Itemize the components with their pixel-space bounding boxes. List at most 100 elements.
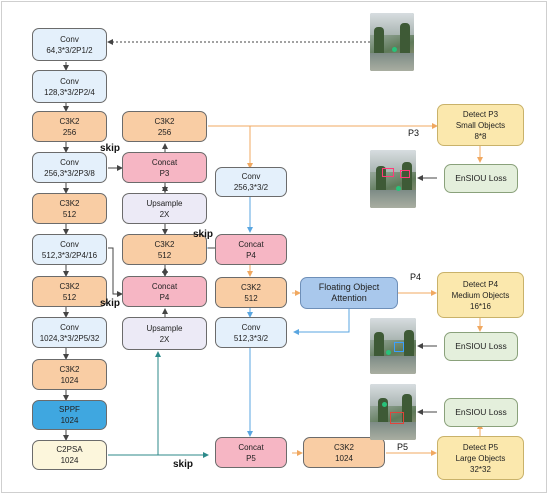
node-param: P5 [246,453,256,463]
p4-label: P4 [410,272,422,282]
upsample-node-1: Upsample 2X [122,193,207,224]
node-param: P3 [159,168,170,178]
node-title: Detect P5 [462,442,499,452]
node-param: 1024 [60,416,79,425]
detect-p4-node: Detect P4 Medium Objects 16*16 [437,272,524,318]
node-title: Concat [151,281,178,291]
ensiou-loss-node-3: EnSIOU Loss [444,398,518,427]
c3k2-node-6: C3K2 512 [122,234,207,265]
node-title: Conv [241,322,261,332]
p3-label: P3 [408,128,420,138]
node-param: 512 [62,292,77,302]
p5-detection-thumbnail [370,384,416,440]
ensiou-loss-node-1: EnSIOU Loss [444,164,518,193]
input-image-thumbnail [370,13,414,71]
node-title: Upsample [146,323,183,333]
conv-node-5: Conv 1024,3*3/2P5/32 [32,317,107,348]
c3k2-node-1: C3K2 256 [32,111,107,142]
node-title: Conv [60,34,79,44]
node-title: C3K2 [154,239,175,249]
node-title: Concat [238,239,264,249]
detect-p3-node: Detect P3 Small Objects 8*8 [437,104,524,146]
node-title: Detect P4 [462,279,499,289]
node-size: 16*16 [470,301,491,311]
node-param: 256 [157,127,172,137]
sppf-node: SPPF 1024 [32,400,107,430]
node-title: Detect P3 [462,109,499,119]
node-param: 512 [62,209,77,219]
node-param: 1024 [60,375,79,385]
node-param: 256,3*3/2P3/8 [44,168,95,178]
node-title: C3K2 [59,116,80,126]
skip-label-3: skip [100,298,121,309]
node-subtitle: Small Objects [455,120,506,130]
node-title: Upsample [146,198,183,208]
node-subtitle: Large Objects [455,453,506,463]
node-title: C3K2 [59,281,80,291]
c3k2-node-8: C3K2 1024 [303,437,385,468]
concat-p3-node: Concat P3 [122,152,207,183]
node-param: 1024 [335,453,353,463]
node-title: C3K2 [59,198,80,208]
floating-object-attention-node: Floating Object Attention [300,277,398,309]
node-param: 512,3*3/2P4/16 [41,250,98,260]
node-title: C3K2 [333,442,354,452]
conv-node-3: Conv 256,3*3/2P3/8 [32,152,107,183]
c3k2-node-4: C3K2 1024 [32,359,107,390]
node-param: 256 [62,127,77,137]
node-title: C3K2 [240,282,261,292]
concat-p4-node-1: Concat P4 [122,276,207,307]
node-title: Conv [60,76,79,86]
node-title: C3K2 [154,116,175,126]
skip-label-4: skip [173,459,194,470]
node-param: 512,3*3/2 [233,333,269,343]
node-title: Floating Object Attention [318,282,380,303]
node-title: C2PSA [56,445,83,454]
node-title: EnSIOU Loss [455,173,507,183]
node-param: 2X [159,334,170,344]
node-param: 512 [157,250,172,260]
skip-label-2: skip [193,229,214,240]
c2psa-node: C2PSA 1024 [32,440,107,470]
conv-node-4: Conv 512,3*3/2P4/16 [32,234,107,265]
node-param: 256,3*3/2 [233,183,269,192]
node-param: 64,3*3/2P1/2 [46,45,93,55]
concat-p4-node-2: Concat P4 [215,234,287,265]
node-title: EnSIOU Loss [455,407,507,417]
node-param: P4 [159,292,170,302]
node-title: Conv [60,322,79,332]
node-size: 8*8 [474,131,487,141]
c3k2-node-5: C3K2 256 [122,111,207,142]
node-param: 2X [159,209,170,219]
node-param: 1024,3*3/2P5/32 [39,333,100,343]
node-title: Conv [241,172,261,181]
node-param: 1024 [60,456,79,465]
p5-label: P5 [397,442,409,452]
p3-detection-thumbnail [370,150,416,208]
node-title: EnSIOU Loss [455,341,507,351]
skip-label-1: skip [100,143,121,154]
node-title: Concat [238,442,264,452]
conv-node-1: Conv 64,3*3/2P1/2 [32,28,107,61]
c3k2-node-7: C3K2 512 [215,277,287,308]
node-title: Conv [60,157,79,167]
p4-detection-thumbnail [370,318,416,374]
node-size: 32*32 [470,464,491,474]
node-param: 128,3*3/2P2/4 [44,87,95,97]
conv-node-2: Conv 128,3*3/2P2/4 [32,70,107,103]
node-title: SPPF [59,405,80,414]
c3k2-node-2: C3K2 512 [32,193,107,224]
node-param: 512 [244,293,258,303]
conv-node-6: Conv 256,3*3/2 [215,167,287,197]
ensiou-loss-node-2: EnSIOU Loss [444,332,518,361]
node-subtitle: Medium Objects [451,290,510,300]
c3k2-node-3: C3K2 512 [32,276,107,307]
detect-p5-node: Detect P5 Large Objects 32*32 [437,436,524,480]
upsample-node-2: Upsample 2X [122,317,207,350]
node-param: P4 [246,250,256,260]
concat-p5-node: Concat P5 [215,437,287,468]
node-title: C3K2 [59,364,80,374]
